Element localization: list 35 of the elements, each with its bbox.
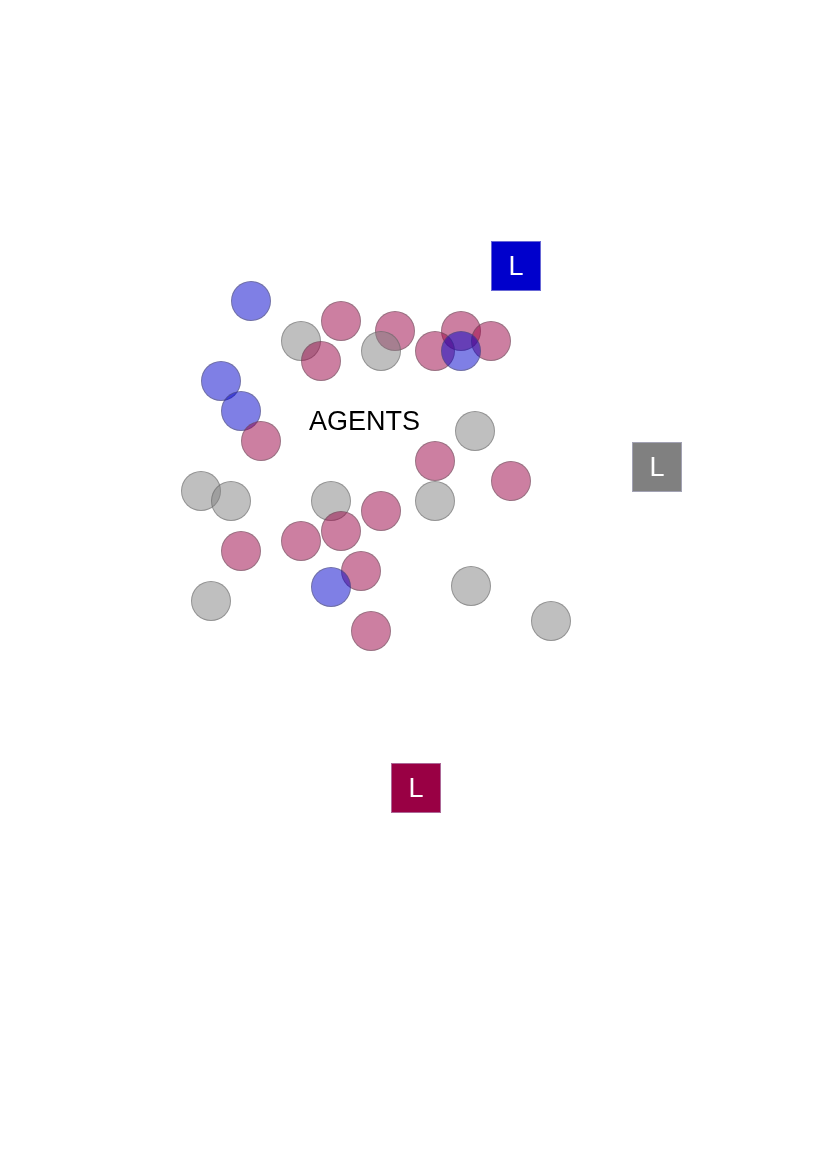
agent-circle (191, 581, 231, 621)
agent-circle (531, 601, 571, 641)
square-node (632, 442, 682, 492)
group-label: AGENTS (309, 408, 421, 435)
agent-circle (351, 611, 391, 651)
agent-circle (301, 341, 341, 381)
node-label: L (408, 774, 424, 802)
agent-circle (211, 481, 251, 521)
agent-circle (441, 331, 481, 371)
node-label: L (508, 252, 524, 280)
agent-circle (455, 411, 495, 451)
agent-circle (341, 551, 381, 591)
agent-circle (415, 481, 455, 521)
agent-circle (241, 421, 281, 461)
agent-circle (281, 321, 321, 361)
agent-circle (311, 567, 351, 607)
agent-circle (491, 461, 531, 501)
node-label: L (649, 453, 665, 481)
agent-circle (375, 311, 415, 351)
agent-circle (221, 391, 261, 431)
agent-circle (361, 491, 401, 531)
square-node (491, 241, 541, 291)
agent-circle (181, 471, 221, 511)
agent-circle (321, 301, 361, 341)
agent-circle (281, 521, 321, 561)
agent-circle (321, 511, 361, 551)
agent-circle (451, 566, 491, 606)
agent-circle (361, 331, 401, 371)
agent-circle (311, 481, 351, 521)
agent-circle (231, 281, 271, 321)
agent-circle (221, 531, 261, 571)
square-node (391, 763, 441, 813)
agent-circle (471, 321, 511, 361)
agent-circle (201, 361, 241, 401)
agent-circle (415, 441, 455, 481)
